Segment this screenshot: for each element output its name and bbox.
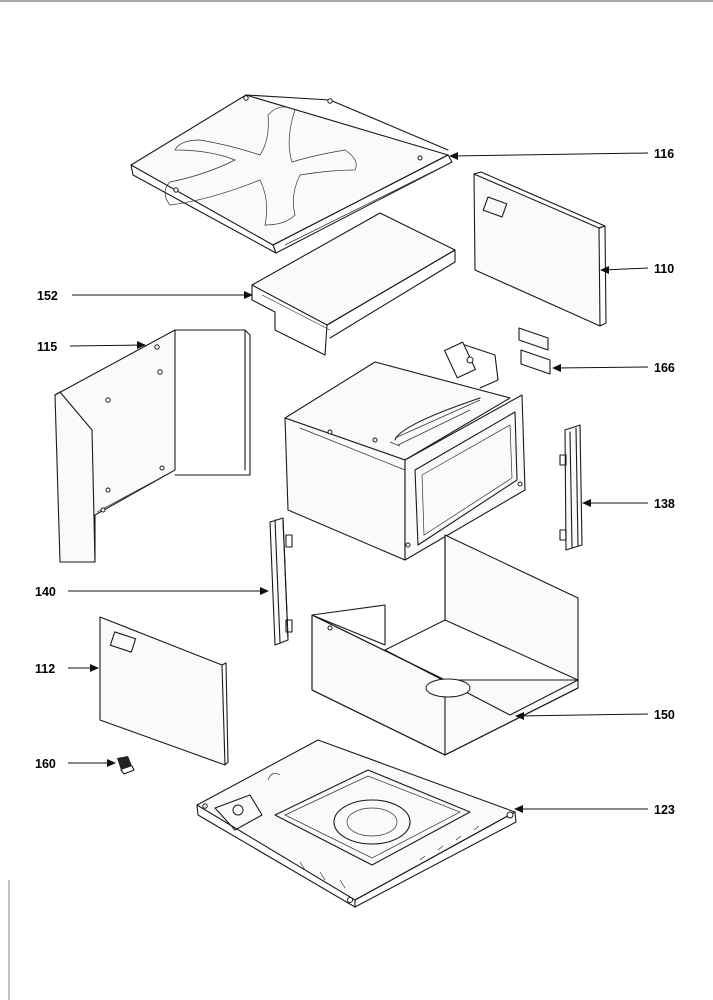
part-116-top-panel xyxy=(130,94,453,254)
callout-110: 110 xyxy=(654,262,674,276)
callout-138: 138 xyxy=(654,497,675,511)
callout-116: 116 xyxy=(654,147,674,161)
part-110-side-panel xyxy=(473,171,607,327)
callout-166: 166 xyxy=(654,361,675,375)
part-138-right-rail xyxy=(559,424,583,551)
part-160-clip xyxy=(117,756,135,775)
oven-cavity-box xyxy=(284,341,526,561)
callout-150: 150 xyxy=(654,708,675,722)
part-112-front-panel xyxy=(99,616,229,766)
leader-lines xyxy=(68,152,649,813)
callout-160: 160 xyxy=(35,757,56,771)
part-150-outer-casing xyxy=(311,534,579,756)
callout-152: 152 xyxy=(37,289,58,303)
callout-115: 115 xyxy=(37,340,57,354)
callout-112: 112 xyxy=(35,662,55,676)
part-152-insulation-block xyxy=(251,212,456,356)
part-166-pads xyxy=(518,327,551,375)
part-123-base-plate xyxy=(196,739,517,908)
part-115-left-side-panel xyxy=(54,329,251,563)
callout-123: 123 xyxy=(654,803,675,817)
callout-140: 140 xyxy=(35,585,56,599)
part-140-left-rail xyxy=(269,517,293,646)
